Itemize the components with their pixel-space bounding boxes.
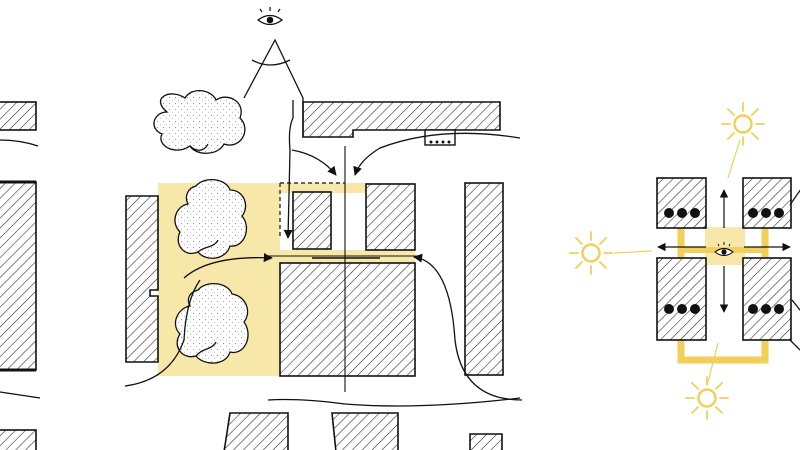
tree-icon — [174, 179, 247, 259]
north-block-east — [365, 183, 416, 251]
block-southeast — [742, 257, 792, 341]
tree-icon — [174, 283, 249, 364]
west-building — [125, 195, 159, 363]
top-building — [302, 101, 501, 138]
block-southwest — [656, 257, 707, 341]
block-northeast — [742, 177, 792, 229]
eye-icon — [714, 242, 734, 257]
east-building — [464, 182, 504, 376]
bottom-building-1 — [223, 412, 289, 450]
bottom-building-2 — [331, 412, 399, 450]
north-block-west — [292, 191, 332, 250]
unit-dots — [664, 208, 784, 314]
sun-icon — [685, 376, 729, 420]
central-site-plan — [124, 7, 523, 450]
tree-icon — [153, 90, 246, 154]
sun-icon — [721, 102, 765, 146]
block-northwest — [656, 177, 707, 229]
south-block — [279, 262, 416, 377]
left-partial-buildings — [0, 101, 41, 450]
bottom-building-3 — [469, 433, 503, 450]
sun-icon — [569, 231, 613, 275]
solar-orientation-diagram — [569, 102, 800, 420]
eye-icon — [256, 7, 284, 26]
